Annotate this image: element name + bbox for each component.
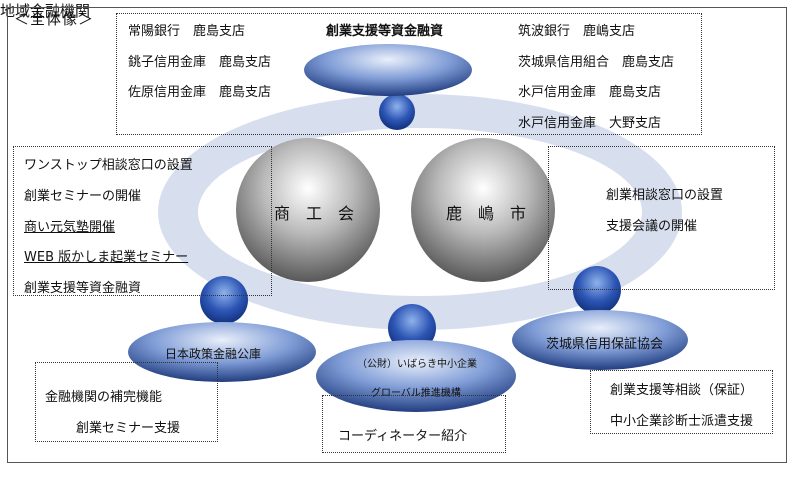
bank-right-4: 水戸信用金庫 大野支店 bbox=[518, 116, 662, 131]
city-label: 鹿 嶋 市 bbox=[446, 204, 527, 223]
ellipse-ibaraki bbox=[316, 340, 516, 412]
ellipse-jfc bbox=[128, 322, 316, 382]
ibaraki-label-line2: グローバル推進機構 bbox=[371, 388, 461, 399]
bank-left-3: 佐原信用金庫 鹿島支店 bbox=[128, 85, 272, 100]
bank-left-2: 銚子信用金庫 鹿島支店 bbox=[128, 55, 272, 70]
connector-node-right bbox=[573, 266, 621, 314]
ellipse-financial bbox=[304, 44, 472, 96]
sphere-chamber bbox=[236, 138, 380, 282]
ellipse-guarantee bbox=[512, 310, 688, 370]
city-service-1: 創業相談窓口の設置 bbox=[606, 188, 724, 203]
bank-right-3: 水戸信用金庫 鹿島支店 bbox=[518, 85, 662, 100]
chamber-service-4: WEB 版かしま起業セミナー bbox=[24, 250, 189, 265]
guarantee-service-2: 中小企業診断士派遣支援 bbox=[610, 414, 754, 429]
chamber-services-box bbox=[13, 146, 272, 296]
ibaraki-services-box bbox=[322, 395, 506, 453]
chamber-service-5: 創業支援等資金融資 bbox=[24, 281, 142, 296]
financial-center-label: 地域金融機関 bbox=[0, 2, 91, 20]
financial-box bbox=[116, 13, 702, 135]
jfc-services-box bbox=[35, 362, 218, 442]
connector-node-top bbox=[379, 94, 415, 130]
chamber-service-1: ワンストップ相談窓口の設置 bbox=[24, 158, 193, 173]
jfc-service-2: 創業セミナー支援 bbox=[76, 421, 181, 436]
bank-right-2: 茨城県信用組合 鹿島支店 bbox=[518, 55, 675, 70]
chamber-service-3: 商い元気塾開催 bbox=[24, 220, 116, 235]
guarantee-services-box bbox=[590, 370, 773, 434]
jfc-service-1: 金融機関の補完機能 bbox=[45, 390, 163, 405]
financial-heading: 創業支援等資金融資 bbox=[326, 24, 444, 39]
connector-node-left bbox=[200, 276, 248, 324]
chamber-label: 商 工 会 bbox=[274, 204, 355, 223]
ibaraki-label-line1: （公財）いばらき中小企業 bbox=[357, 359, 477, 370]
jfc-label: 日本政策金融公庫 bbox=[165, 347, 262, 361]
connector-node-bottom bbox=[388, 304, 436, 352]
sphere-city bbox=[411, 138, 555, 282]
guarantee-service-1: 創業支援等相談（保証） bbox=[610, 383, 754, 398]
diagram-frame bbox=[7, 7, 787, 463]
city-service-2: 支援会議の開催 bbox=[606, 219, 698, 234]
ibaraki-service-1: コーディネーター紹介 bbox=[338, 429, 468, 444]
bank-left-1: 常陽銀行 鹿島支店 bbox=[128, 24, 246, 39]
chamber-service-2: 創業セミナーの開催 bbox=[24, 189, 142, 204]
guarantee-label: 茨城県信用保証協会 bbox=[546, 337, 664, 352]
bank-right-1: 筑波銀行 鹿嶋支店 bbox=[518, 24, 636, 39]
diagram-title: ＜全体像＞ bbox=[14, 10, 95, 28]
city-services-box bbox=[548, 146, 775, 290]
